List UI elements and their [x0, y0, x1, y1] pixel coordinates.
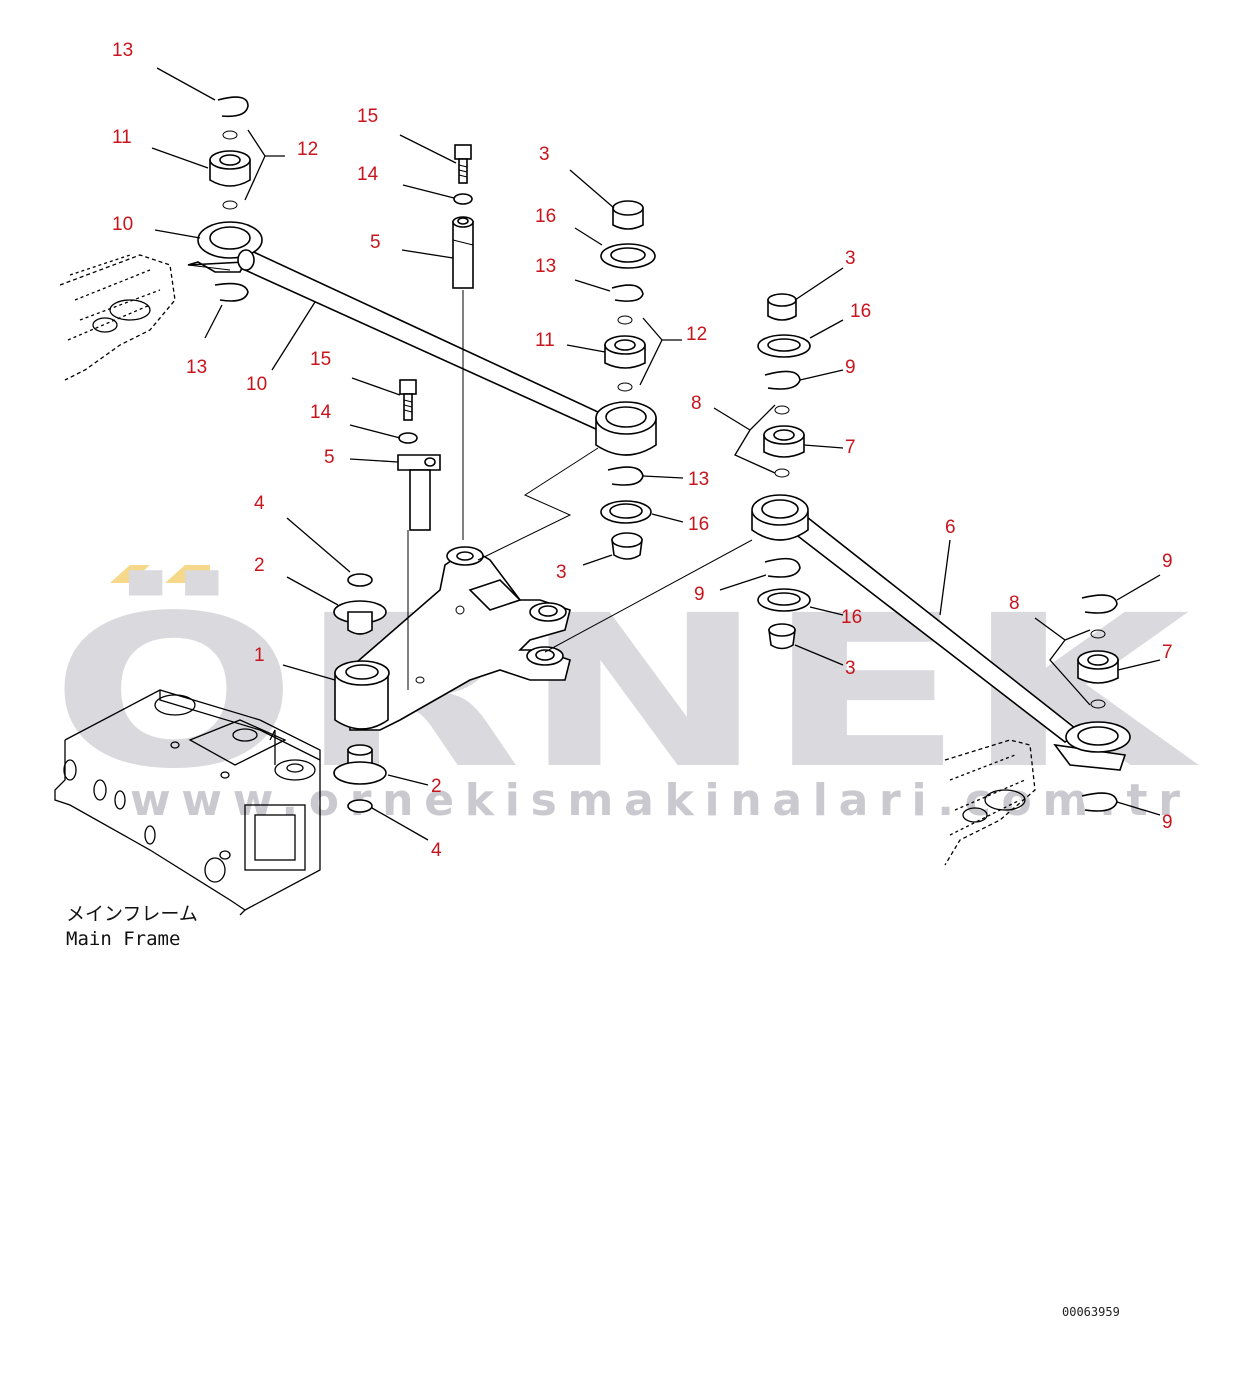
seal-16-right-under [757, 588, 811, 612]
label-13-center-under: 13 [688, 469, 709, 490]
o-ring-8-right-top [774, 405, 790, 415]
o-ring-12-bottom [222, 200, 238, 210]
bolt-15-upper [454, 144, 472, 184]
cap-3-right-top [767, 293, 797, 321]
label-9-far-top: 9 [1162, 551, 1173, 572]
label-15-lower: 15 [310, 349, 331, 370]
pin-5-upper [452, 216, 474, 289]
snap-ring-13-lower [214, 282, 249, 302]
snap-ring-13-under [607, 466, 644, 486]
snap-ring-9-right-under [764, 557, 801, 578]
right-track-frame [944, 739, 1036, 866]
label-4-top: 4 [254, 493, 265, 514]
label-5-lower: 5 [324, 447, 335, 468]
bushing-11-right [604, 335, 646, 369]
snap-ring-9-far-bottom [1081, 792, 1118, 812]
o-ring-4-top [347, 573, 373, 587]
label-11-left: 11 [112, 127, 132, 148]
pin-5-lower [397, 454, 441, 531]
watermark-accent-left [110, 565, 150, 583]
right-upper-stack [757, 293, 811, 650]
label-16-center-top: 16 [535, 206, 556, 227]
label-8-far: 8 [1009, 593, 1020, 614]
seal-16-right-top [757, 334, 811, 358]
alignment-lines [187, 264, 753, 653]
tie-rod-10 [187, 221, 657, 456]
snap-ring-9-right-top [764, 370, 801, 390]
main-frame-body [54, 689, 321, 916]
label-2-bottom: 2 [431, 776, 442, 797]
bushing-7-far [1077, 650, 1119, 684]
label-8-right: 8 [691, 393, 702, 414]
o-ring-12-mid-bottom [617, 382, 633, 392]
flange-bush-2-top [333, 600, 387, 635]
label-11-center: 11 [535, 330, 555, 351]
o-ring-12-top [222, 130, 238, 140]
washer-14-upper [453, 193, 473, 205]
seal-16-under [600, 500, 652, 524]
bushing-7-right-top [763, 425, 805, 458]
bellcrank-1 [334, 546, 571, 731]
left-lower-stack [333, 573, 387, 813]
label-3-center-under: 3 [556, 562, 567, 583]
label-16-center-under: 16 [688, 514, 709, 535]
o-ring-8-right-bottom [774, 468, 790, 478]
leader-lines [151, 67, 1161, 841]
label-7-far: 7 [1162, 642, 1173, 663]
o-ring-4-bottom [347, 799, 373, 813]
o-ring-8-far-bottom [1090, 699, 1106, 709]
cap-3-right-under [768, 623, 796, 650]
label-9-right-under: 9 [694, 584, 705, 605]
upper-left-stack [209, 96, 251, 302]
label-6: 6 [945, 517, 956, 538]
label-10-rod: 10 [246, 374, 267, 395]
center-right-stack-top [600, 200, 656, 560]
drawing-code: 00063959 [1062, 1305, 1120, 1319]
snap-ring-13-top [217, 96, 249, 118]
label-5-upper: 5 [370, 232, 381, 253]
label-10-left: 10 [112, 214, 133, 235]
label-13-center: 13 [535, 256, 556, 277]
seal-16-top [600, 243, 656, 269]
caption-english: Main Frame [66, 928, 180, 950]
caption-japanese: メインフレーム [66, 903, 198, 925]
label-4-bottom: 4 [431, 840, 442, 861]
label-1: 1 [254, 645, 265, 666]
washer-14-lower [398, 432, 418, 444]
label-14-upper: 14 [357, 164, 379, 185]
snap-ring-9-far-top [1081, 594, 1118, 614]
label-13-left-lower: 13 [186, 357, 207, 378]
tie-rod-6 [751, 494, 1131, 771]
label-13-top: 13 [112, 40, 133, 61]
label-7-right: 7 [845, 437, 856, 458]
center-pin-stack-1 [452, 144, 474, 540]
snap-ring-13-mid [611, 284, 644, 302]
label-9-far-bottom: 9 [1162, 812, 1173, 833]
watermark-accent-right [165, 565, 210, 583]
label-3-right-top: 3 [845, 248, 856, 269]
label-3-right-under: 3 [845, 658, 856, 679]
label-16-right-top: 16 [850, 301, 871, 322]
o-ring-12-mid-top [617, 315, 633, 325]
label-12-left: 12 [297, 139, 318, 160]
label-3-center-top: 3 [539, 144, 550, 165]
part-labels: 13 11 12 10 13 10 15 14 5 3 16 13 11 12 … [112, 40, 1173, 861]
label-16-right-under: 16 [841, 607, 862, 628]
far-right-stack [1077, 594, 1119, 812]
flange-bush-2-bottom [333, 744, 387, 785]
bushing-11-left [209, 150, 251, 187]
cap-3-top [612, 200, 644, 230]
label-2-top: 2 [254, 555, 265, 576]
cap-3-under [611, 532, 643, 560]
label-15-upper: 15 [357, 106, 378, 127]
bolt-15-lower [399, 379, 417, 421]
o-ring-8-far-top [1090, 629, 1106, 639]
center-pin-stack-2 [397, 379, 441, 690]
label-9-right-top: 9 [845, 357, 856, 378]
left-track-frame [59, 254, 176, 381]
label-12-center: 12 [686, 324, 707, 345]
label-14-lower: 14 [310, 402, 332, 423]
